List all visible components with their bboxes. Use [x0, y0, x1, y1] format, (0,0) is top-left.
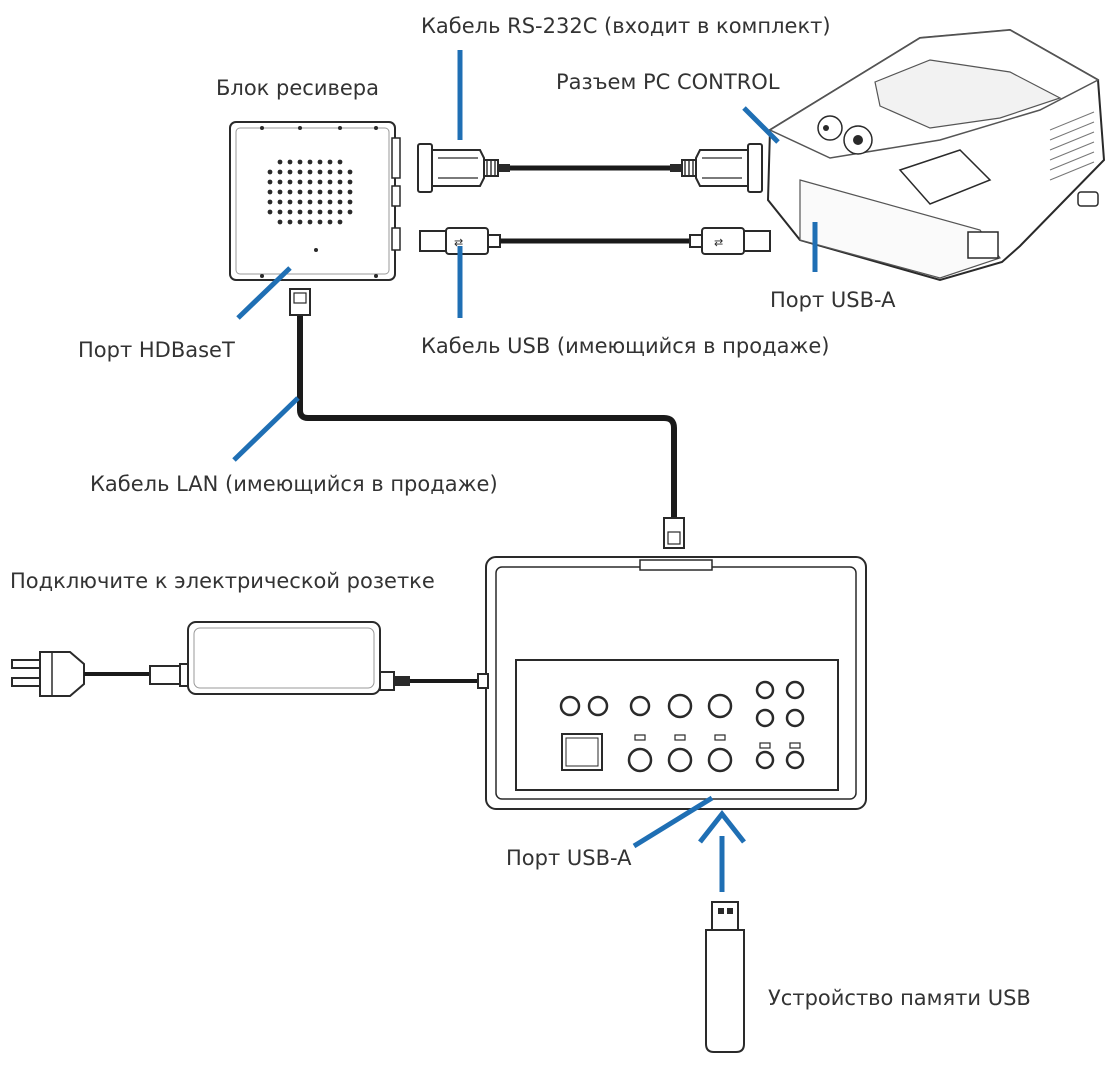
leader-usb-a-transmitter [632, 795, 714, 849]
usb-memory-stick [705, 901, 745, 1053]
projector [766, 28, 1106, 282]
leader-pc-control [742, 106, 780, 144]
label-usb-cable: Кабель USB (имеющийся в продаже) [421, 334, 830, 358]
label-receiver-unit: Блок ресивера [216, 76, 379, 100]
receiver-unit [229, 121, 401, 281]
power-adapter [11, 621, 489, 697]
rs232-cable [417, 143, 763, 193]
label-usb-memory: Устройство памяти USB [768, 986, 1031, 1010]
label-lan-cable: Кабель LAN (имеющийся в продаже) [90, 472, 498, 496]
svg-text:⇄: ⇄ [714, 236, 723, 249]
usb-cable: ⇄ ⇄ [419, 227, 771, 255]
label-pc-control: Разъем PC CONTROL [556, 70, 780, 94]
leader-lan [232, 396, 300, 462]
label-rs232-cable: Кабель RS-232C (входит в комплект) [421, 14, 831, 38]
label-usb-a-projector: Порт USB-A [770, 288, 896, 312]
leader-lines [232, 50, 818, 849]
svg-text:⇄: ⇄ [454, 236, 463, 249]
label-hdbaset-port: Порт HDBaseT [78, 338, 235, 362]
transmitter-unit [485, 556, 867, 810]
label-usb-a-transmitter: Порт USB-A [506, 846, 632, 870]
leader-hdbaset [236, 266, 292, 320]
label-power-outlet: Подключите к электрической розетке [10, 569, 435, 593]
insert-arrow [698, 809, 746, 892]
lan-cable [289, 288, 685, 549]
